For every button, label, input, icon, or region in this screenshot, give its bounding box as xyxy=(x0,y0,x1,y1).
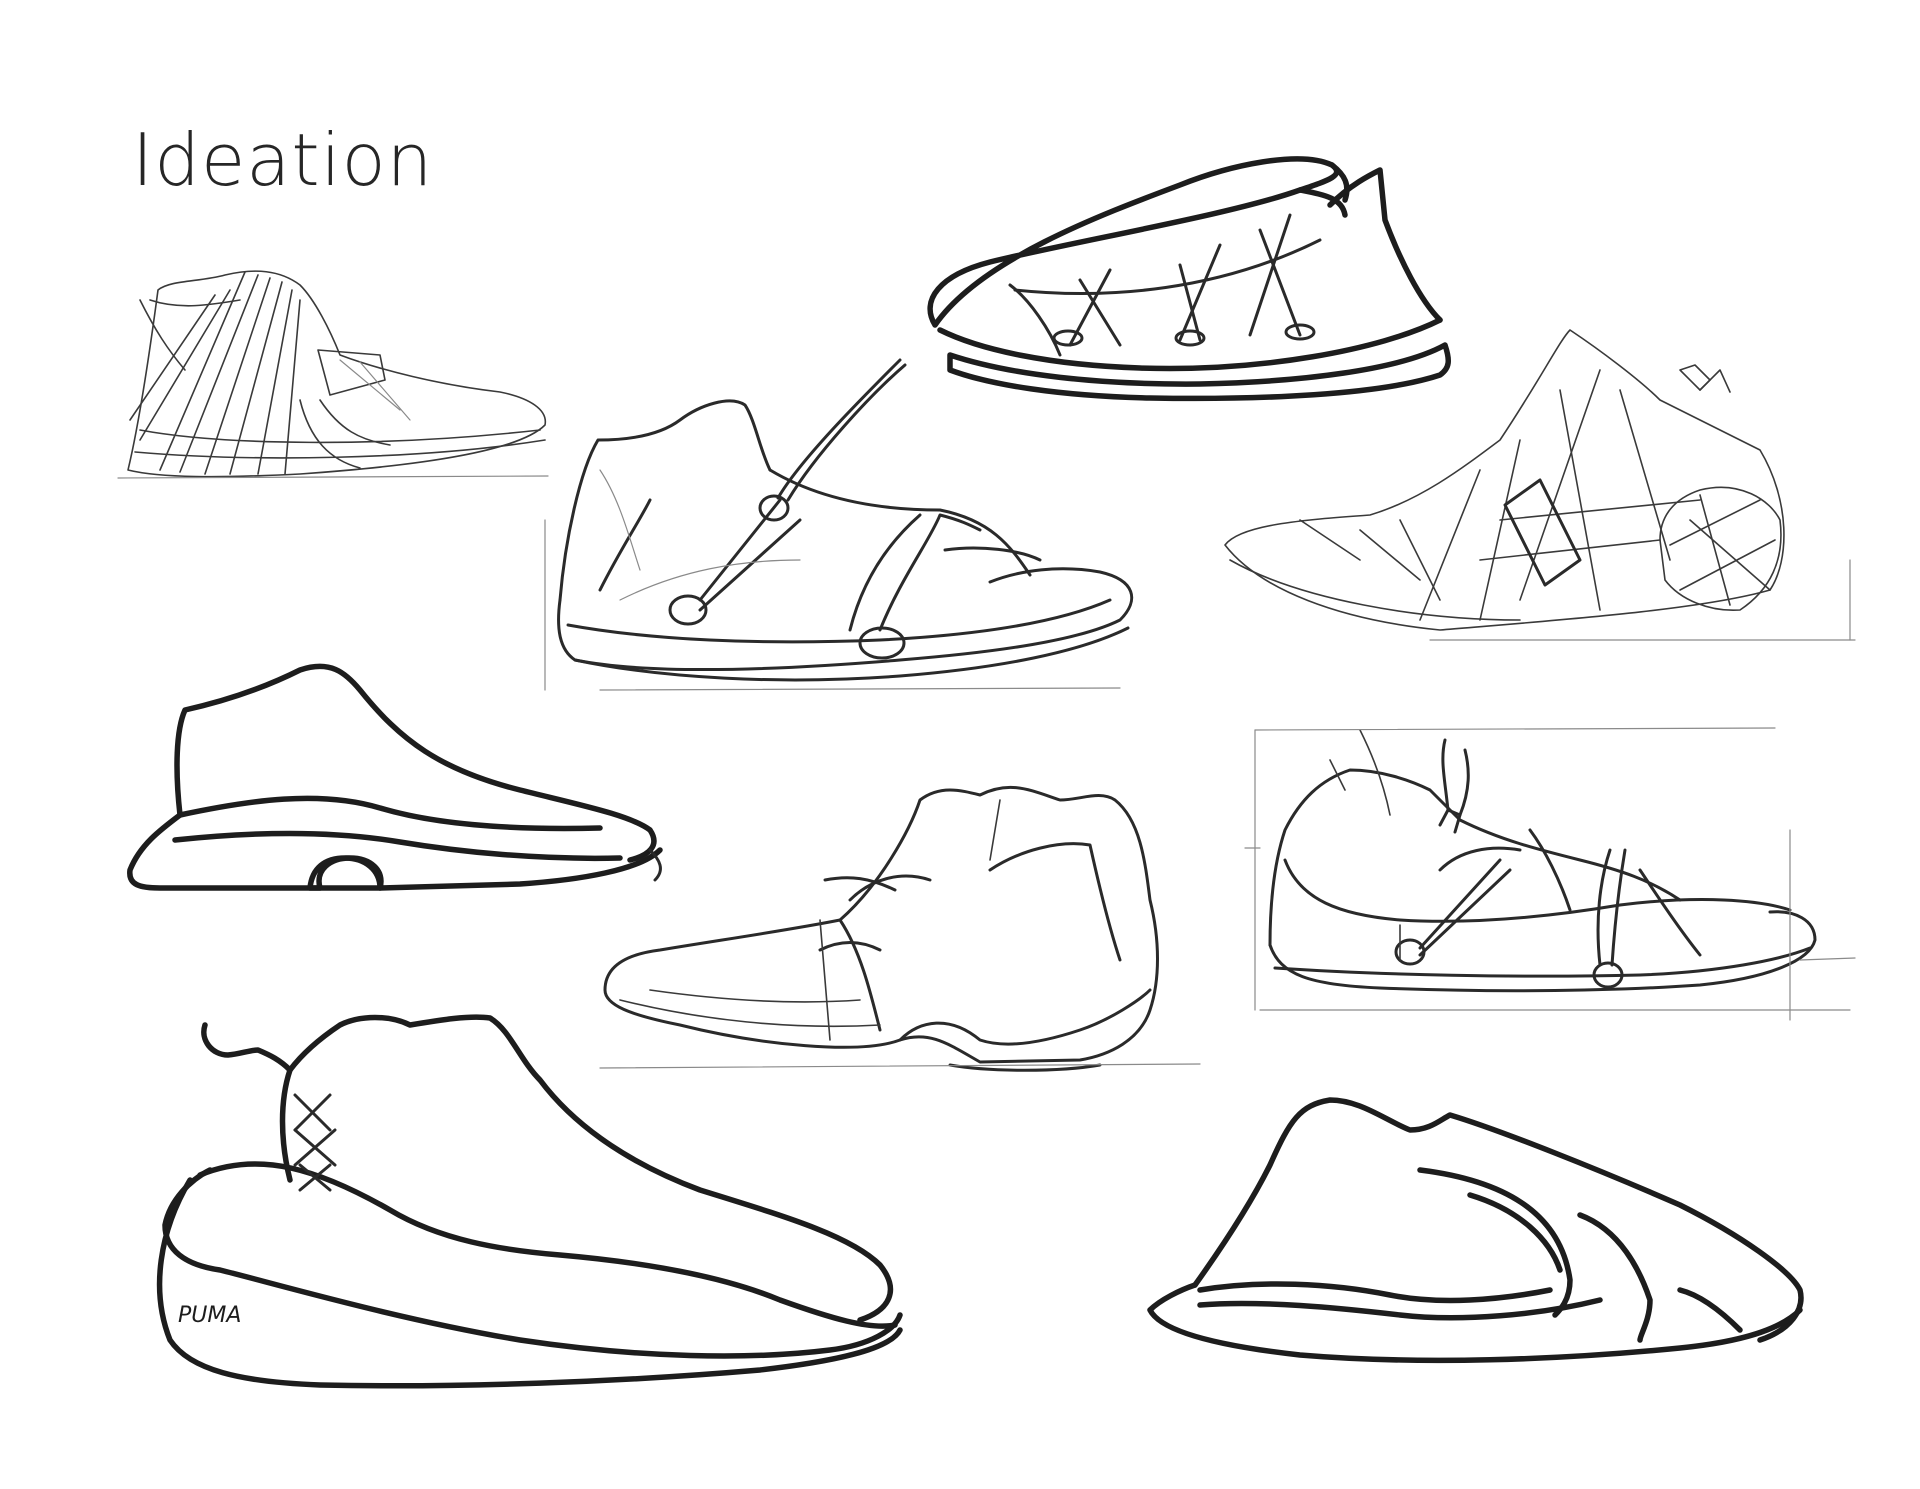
sketch-toggle-lace-shoe xyxy=(1244,727,1856,1021)
sketch-ring-lace-mid-shoe xyxy=(544,358,1134,691)
sketch-branded-high-shoe: PUMA xyxy=(156,1014,903,1389)
page-title: Ideation xyxy=(132,118,434,202)
brand-mark: PUMA xyxy=(178,1303,241,1328)
sketch-floating-cage-shoe xyxy=(927,156,1452,402)
sketch-geometric-cage-shoe xyxy=(1224,329,1856,641)
sketch-formstrip-low-shoe xyxy=(1147,1097,1804,1364)
sketch-sock-mid-shoe xyxy=(127,663,663,891)
sketch-layered-collar-shoe xyxy=(599,785,1201,1072)
sketch-wrapped-strap-shoe xyxy=(117,270,549,479)
